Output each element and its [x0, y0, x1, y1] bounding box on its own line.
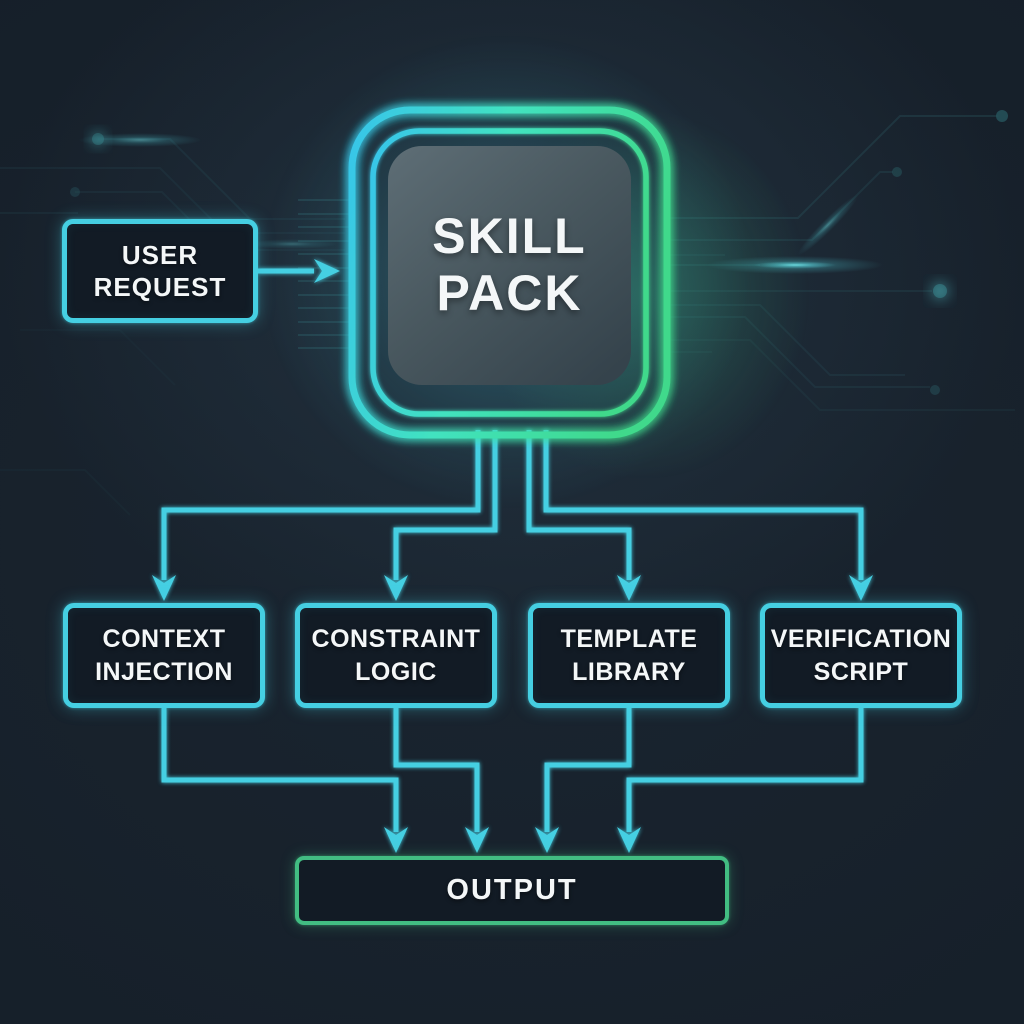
chip-inner-border	[370, 128, 649, 417]
verification-script-label: VERIFICATION SCRIPT	[770, 624, 952, 686]
verification-script-node: VERIFICATION SCRIPT	[760, 603, 962, 708]
edge-verification-script-to-output	[626, 708, 864, 832]
template-library-label: TEMPLATE LIBRARY	[560, 624, 698, 686]
edge-skill-pack-to-context-injection	[161, 430, 481, 580]
circuit-trace	[0, 469, 131, 516]
circuit-trace	[20, 329, 176, 386]
arrowhead-down-icon	[617, 827, 641, 853]
user-request-label: USER REQUEST	[93, 240, 227, 302]
context-injection-label: CONTEXT INJECTION	[95, 624, 233, 686]
arrowhead-down-icon	[152, 575, 176, 601]
edge-template-library-to-output	[544, 708, 632, 832]
skill-pack-chip-frame	[348, 106, 671, 439]
arrowhead-down-icon	[535, 827, 559, 853]
chip-outer-border	[348, 106, 671, 439]
arrowhead-right-icon	[314, 259, 340, 283]
edge-skill-pack-to-constraint-logic	[393, 430, 498, 580]
edge-skill-pack-to-verification-script	[543, 430, 864, 580]
arrowhead-down-icon	[465, 827, 489, 853]
edge-skill-pack-to-template-library	[526, 430, 632, 580]
context-injection-node: CONTEXT INJECTION	[63, 603, 265, 708]
constraint-logic-node: CONSTRAINT LOGIC	[295, 603, 497, 708]
constraint-logic-label: CONSTRAINT LOGIC	[311, 624, 481, 686]
skill-pack-label-line1: SKILL	[432, 208, 587, 264]
edge-context-injection-to-output	[161, 708, 399, 832]
arrowhead-down-icon	[384, 827, 408, 853]
output-label: OUTPUT	[446, 874, 578, 906]
chip-body	[388, 146, 631, 385]
user-request-node: USER REQUEST	[62, 219, 258, 323]
arrowhead-down-icon	[617, 575, 641, 601]
skill-pack-label-line2: PACK	[436, 265, 583, 321]
skill-pack-node: SKILL PACK	[387, 145, 632, 385]
connector-lines	[152, 259, 873, 853]
output-node: OUTPUT	[295, 856, 729, 925]
circuit-node-dot	[70, 187, 80, 197]
template-library-node: TEMPLATE LIBRARY	[528, 603, 730, 708]
arrowhead-down-icon	[849, 575, 873, 601]
edge-constraint-logic-to-output	[393, 708, 480, 832]
arrowhead-down-icon	[384, 575, 408, 601]
